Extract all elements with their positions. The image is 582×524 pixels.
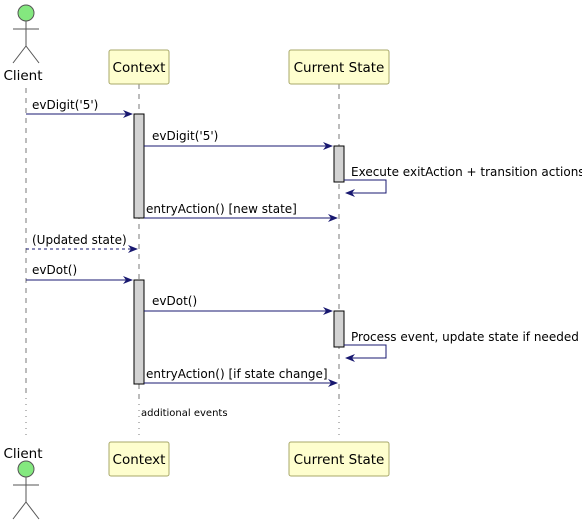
svg-text:evDot(): evDot(): [152, 294, 197, 308]
actor-head-icon: [17, 4, 35, 22]
context-activation-2: [133, 279, 145, 385]
message-evdigit-context: evDigit('5'): [144, 129, 333, 150]
current-state-name-bottom: Current State: [294, 452, 385, 468]
message-updated-state: (Updated state): [26, 233, 138, 253]
svg-text:entryAction() [if state change: entryAction() [if state change]: [146, 367, 328, 381]
current-state-name-top: Current State: [294, 60, 385, 76]
svg-text:entryAction() [new state]: entryAction() [new state]: [146, 202, 297, 216]
message-entry-action-new-state: entryAction() [new state]: [144, 202, 338, 222]
context-name-top: Context: [113, 60, 166, 76]
context-name-bottom: Context: [113, 452, 166, 468]
current-state-box-bottom: Current State: [288, 441, 390, 477]
svg-text:(Updated state): (Updated state): [32, 233, 127, 247]
current-state-activation-2: [333, 310, 345, 348]
client-actor-top: Client: [3, 4, 43, 84]
context-box-top: Context: [108, 49, 170, 85]
additional-events-note: additional events: [141, 408, 228, 419]
client-actor-bottom: Client: [3, 446, 43, 520]
client-name-bottom: Client: [3, 446, 42, 462]
actor-head-icon: [17, 460, 35, 478]
message-evdigit-client: evDigit('5'): [26, 98, 133, 118]
context-activation-1: [133, 113, 145, 219]
client-name-top: Client: [3, 68, 42, 84]
message-evdot-context: evDot(): [144, 294, 333, 315]
current-state-box-top: Current State: [288, 49, 390, 85]
message-process-event-self: Process event, update state if needed: [344, 330, 579, 362]
svg-text:Execute exitAction + transitio: Execute exitAction + transition actions: [351, 165, 582, 179]
message-exit-action-self: Execute exitAction + transition actions: [344, 165, 582, 197]
message-entry-action-state-change: entryAction() [if state change]: [144, 367, 338, 387]
svg-text:Process event, update state if: Process event, update state if needed: [351, 330, 579, 344]
context-box-bottom: Context: [108, 441, 170, 477]
svg-text:evDot(): evDot(): [32, 263, 77, 277]
svg-text:evDigit('5'): evDigit('5'): [152, 129, 218, 143]
svg-text:evDigit('5'): evDigit('5'): [32, 98, 98, 112]
current-state-activation-1: [333, 145, 345, 183]
message-evdot-client: evDot(): [26, 263, 133, 284]
